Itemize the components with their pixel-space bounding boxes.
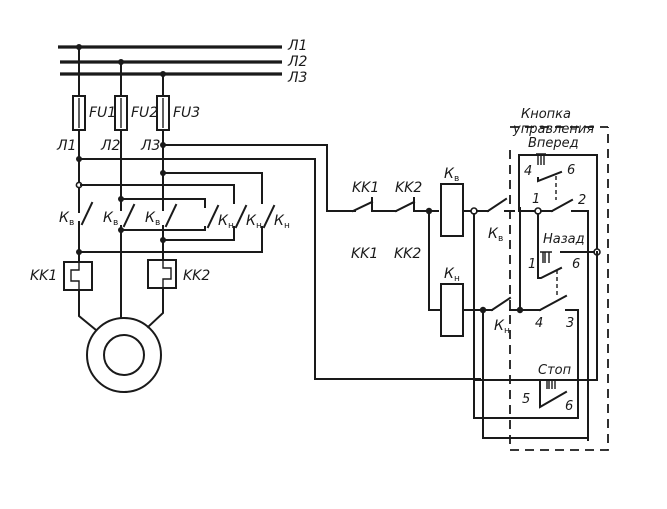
forward-pushbutton-icon: [536, 153, 546, 165]
bus-label-2: Л2: [287, 54, 308, 70]
motor-stator: [86, 317, 162, 393]
reverse-aux-terminal-4: 4: [535, 316, 543, 331]
thermal-relay-kk1: [63, 261, 93, 291]
kn-label-2: Кн: [246, 213, 262, 231]
phase-label-1: Л1: [56, 138, 76, 154]
forward-aux-terminal-2: 2: [578, 193, 586, 208]
reverse-pushbutton-icon: [540, 251, 552, 263]
fuse-label-fu2: FU2: [131, 105, 158, 121]
phase-label-2: Л2: [100, 138, 121, 154]
kv-label-3: Кв: [145, 210, 160, 228]
coil-kv: [440, 183, 464, 237]
aux-kv-label: Кв: [488, 226, 503, 244]
stop-terminal-5: 5: [522, 392, 530, 407]
thermal-relays: KK1 KK2: [30, 251, 210, 291]
forward-terminal-6: 6: [567, 163, 575, 178]
thermal-relay-kk2: [147, 259, 177, 289]
coil-kn-label: Кн: [444, 266, 460, 284]
contact-kn-1: [206, 204, 220, 229]
button-station: Кнопка управления Вперед 4 6 1 2 Назад 1…: [483, 107, 609, 451]
motor-rotor: [103, 334, 145, 376]
contact-kv-3: [164, 203, 178, 228]
kk2-label: KK2: [183, 268, 210, 284]
kk1-label: KK1: [30, 268, 57, 284]
reverse-aux-terminal-3: 3: [566, 316, 574, 331]
kv-label-2: Кв: [103, 210, 118, 228]
motor: [78, 287, 164, 393]
coil-kv-label: Кв: [444, 166, 459, 184]
overload-contact-kk1: KK1: [352, 180, 379, 196]
coil-kn: [440, 283, 464, 337]
aux-contact-kn: [490, 296, 512, 312]
fuse-label-fu1: FU1: [89, 105, 116, 121]
stop-button-label: Стоп: [538, 363, 572, 378]
stop-pushbutton-icon: [544, 379, 557, 389]
forward-terminal-4: 4: [524, 164, 532, 179]
aux-kn-label: Кн: [494, 318, 510, 336]
phase-label-3: Л3: [140, 138, 160, 154]
contact-kn-2: [234, 204, 248, 229]
reverse-contacts: Кн Кн Кн: [76, 204, 290, 255]
kv-label-1: Кв: [59, 210, 74, 228]
reverse-terminal-1: 1: [528, 257, 536, 272]
contact-kv-2: [122, 203, 136, 228]
contact-kv-1: [80, 201, 94, 226]
reverse-button-label: Назад: [543, 232, 585, 247]
reverse-terminal-6: 6: [572, 257, 580, 272]
bus-label-1: Л1: [287, 38, 307, 54]
reverse-button-contact: [537, 266, 563, 279]
forward-button-contact: [537, 170, 563, 183]
overload-label-kk1-secondary: KK1: [351, 246, 378, 262]
contact-kn-3: [262, 204, 276, 229]
station-title-line2: управления: [512, 122, 594, 137]
aux-contact-kv: [486, 197, 508, 213]
overload-label-kk2-secondary: KK2: [394, 246, 421, 262]
forward-contacts: Кв Кв Кв: [59, 197, 178, 301]
power-bus: Л1 Л2 Л3: [58, 38, 308, 86]
stop-button-contact: [539, 379, 568, 409]
forward-aux-terminal-1: 1: [532, 192, 540, 207]
kn-label-1: Кн: [218, 213, 234, 231]
fuse-label-fu3: FU3: [173, 105, 200, 121]
overload-contact-kk2: KK2: [395, 180, 422, 196]
forward-button-label: Вперед: [528, 136, 579, 151]
station-title-line1: Кнопка: [521, 107, 571, 122]
fuses: FU1 FU2 FU3 Л1 Л2 Л3: [56, 46, 200, 203]
bus-label-3: Л3: [287, 70, 307, 86]
stop-terminal-6: 6: [565, 399, 573, 414]
kn-label-3: Кн: [274, 213, 290, 231]
station-enclosure: [509, 127, 609, 451]
